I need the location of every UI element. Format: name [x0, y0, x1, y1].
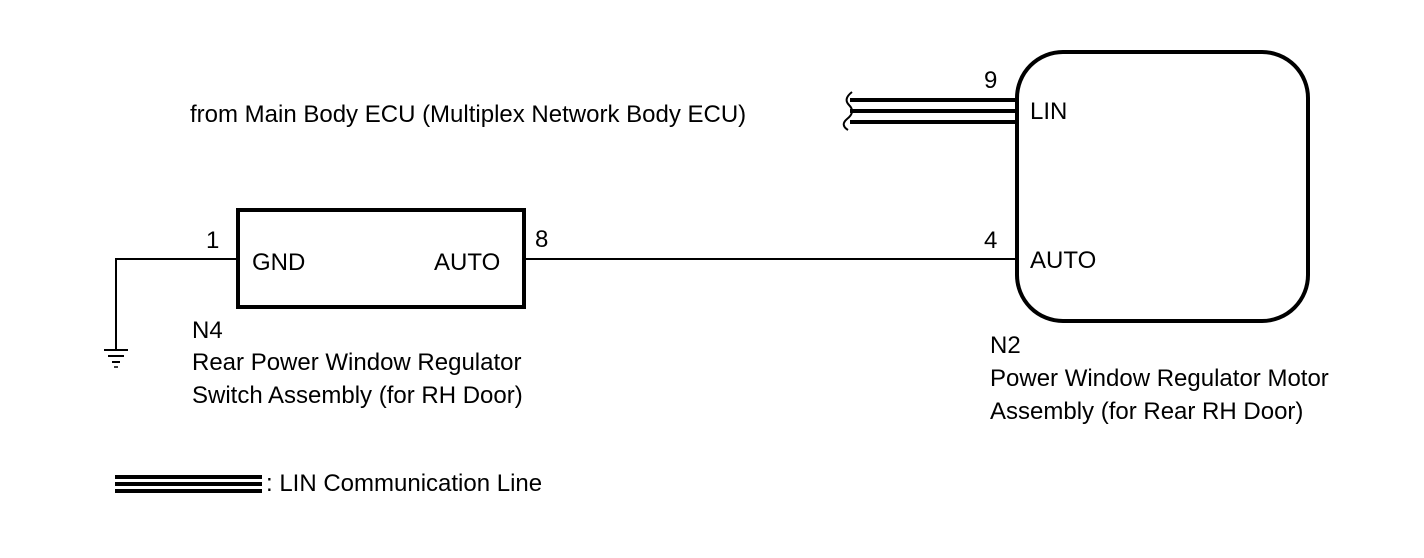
n2-component-code: N2: [990, 332, 1021, 359]
n2-component-name-line2: Assembly (for Rear RH Door): [990, 398, 1303, 425]
legend-lin-line-symbol: [115, 475, 262, 493]
n2-pin-auto-name: AUTO: [1030, 247, 1096, 274]
ground-wire: [115, 258, 238, 350]
n4-component-name-line1: Rear Power Window Regulator: [192, 349, 521, 376]
n2-pin-lin-number: 9: [984, 67, 997, 94]
n4-pin-gnd-name: GND: [252, 249, 305, 276]
n4-component-code: N4: [192, 317, 223, 344]
source-label: from Main Body ECU (Multiplex Network Bo…: [190, 101, 746, 128]
n4-pin-auto-name: AUTO: [434, 249, 500, 276]
n2-pin-lin-name: LIN: [1030, 98, 1067, 125]
lin-communication-line: [850, 98, 1017, 124]
n2-pin-auto-number: 4: [984, 227, 997, 254]
legend-lin-line-label: : LIN Communication Line: [266, 470, 542, 497]
n4-pin-gnd-number: 1: [206, 227, 219, 254]
ground-icon: [104, 349, 128, 368]
n4-component-name-line2: Switch Assembly (for RH Door): [192, 382, 523, 409]
n2-component-name-line1: Power Window Regulator Motor: [990, 365, 1329, 392]
n2-motor-box: [1015, 50, 1310, 323]
n4-pin-auto-number: 8: [535, 226, 548, 253]
